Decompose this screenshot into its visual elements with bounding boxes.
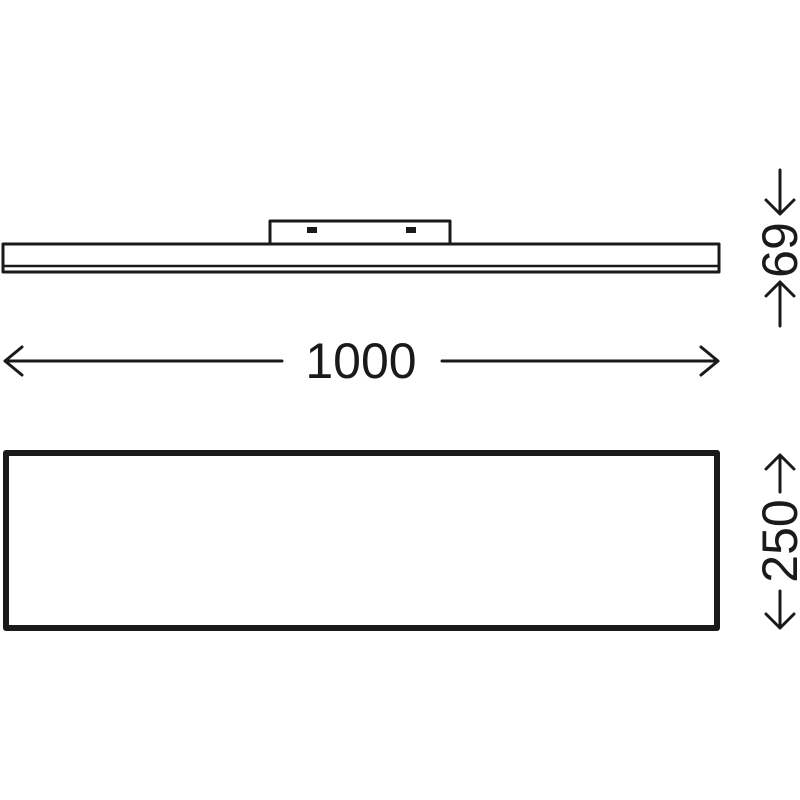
depth-label: 250 (752, 499, 800, 582)
panel-side-outline (1, 242, 721, 274)
bracket-screw-left (307, 227, 317, 233)
height-label: 69 (752, 222, 800, 278)
width-dimension: 1000 (3, 333, 720, 389)
side-view (1, 219, 721, 274)
arrow-down-icon (764, 168, 796, 216)
arrow-left-icon (3, 345, 284, 377)
height-dimension: 69 (752, 168, 800, 328)
depth-dimension: 250 (752, 453, 800, 630)
arrow-up-icon (764, 280, 796, 328)
mounting-bracket (268, 219, 452, 246)
bracket-screw-right (406, 227, 416, 233)
width-label: 1000 (305, 333, 416, 389)
arrow-down-icon (764, 589, 796, 630)
panel-top-view (3, 450, 720, 631)
arrow-up-icon (764, 453, 796, 494)
arrow-right-icon (440, 345, 720, 377)
